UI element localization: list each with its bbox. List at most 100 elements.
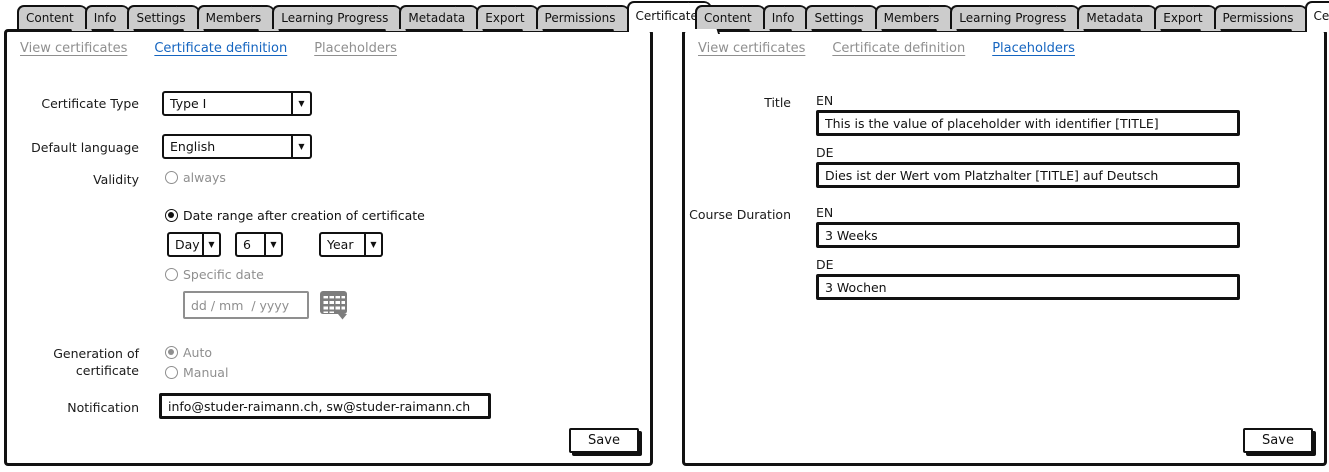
- tab-metadata[interactable]: Metadata: [399, 5, 468, 29]
- tab-label: Info: [93, 11, 117, 25]
- notification-input[interactable]: [159, 393, 491, 419]
- tab-label: Settings: [814, 11, 864, 25]
- radio-label: Date range after creation of certificate: [183, 208, 425, 223]
- course-duration-de-input[interactable]: [816, 274, 1240, 300]
- certificate-type-value: Type I: [170, 96, 207, 111]
- course-duration-en-input[interactable]: [816, 222, 1240, 248]
- placeholders-panel: View certificates Certificate definition…: [682, 29, 1327, 466]
- save-button[interactable]: Save: [1243, 428, 1313, 453]
- tab-learning-progress[interactable]: Learning Progress: [272, 5, 391, 29]
- certificate-definition-panel: View certificates Certificate definition…: [4, 29, 653, 466]
- title-de-input[interactable]: [816, 162, 1240, 188]
- radio-icon[interactable]: [165, 366, 178, 379]
- generation-label-line2: certificate: [75, 363, 139, 378]
- range-count-value: 6: [243, 237, 251, 252]
- range-year-select[interactable]: Year ▼: [319, 232, 383, 257]
- radio-validity-always[interactable]: always: [165, 170, 226, 185]
- tab-bar: Content Info Settings Members Learning P…: [4, 1, 700, 32]
- link-certificate-definition[interactable]: Certificate definition: [154, 41, 288, 56]
- tab-label: Metadata: [1086, 11, 1144, 25]
- link-placeholders[interactable]: Placeholders: [992, 41, 1075, 56]
- radio-validity-date-range[interactable]: Date range after creation of certificate: [165, 208, 425, 223]
- tab-label: Learning Progress: [959, 11, 1067, 25]
- generation-label-line1: Generation of: [53, 346, 139, 361]
- tab-label: Certificate: [1313, 9, 1329, 23]
- tab-content[interactable]: Content: [695, 5, 754, 29]
- tab-info[interactable]: Info: [762, 5, 797, 29]
- tab-certificate[interactable]: Certificate: [626, 1, 700, 32]
- tab-settings[interactable]: Settings: [127, 5, 188, 29]
- tab-permissions[interactable]: Permissions: [1213, 5, 1296, 29]
- tab-label: Permissions: [1222, 11, 1294, 25]
- title-en-input[interactable]: [816, 110, 1240, 136]
- tab-label: Certificate: [635, 9, 698, 23]
- radio-generation-auto[interactable]: Auto: [165, 345, 212, 360]
- generation-label: Generation of certificate: [7, 345, 139, 379]
- calendar-icon[interactable]: [319, 289, 349, 320]
- placeholder-course-duration-label: Course Duration: [689, 207, 791, 222]
- lang-de-label: DE: [816, 257, 834, 272]
- radio-icon[interactable]: [165, 346, 178, 359]
- tab-label: Export: [485, 11, 525, 25]
- notification-label: Notification: [67, 400, 139, 415]
- radio-label: Auto: [183, 345, 213, 360]
- certificate-type-label: Certificate Type: [41, 96, 139, 111]
- link-view-certificates[interactable]: View certificates: [20, 41, 128, 56]
- tab-bar: Content Info Settings Members Learning P…: [682, 1, 1329, 32]
- tab-members[interactable]: Members: [874, 5, 942, 29]
- tab-label: Export: [1163, 11, 1203, 25]
- chevron-down-icon: ▼: [364, 234, 381, 255]
- link-view-certificates[interactable]: View certificates: [698, 41, 806, 56]
- radio-validity-specific-date[interactable]: Specific date: [165, 267, 264, 282]
- tab-label: Content: [26, 11, 74, 25]
- tab-label: Content: [704, 11, 752, 25]
- tab-content[interactable]: Content: [17, 5, 76, 29]
- specific-date-input[interactable]: [183, 291, 309, 319]
- lang-en-label: EN: [816, 93, 834, 108]
- placeholder-title-label: Title: [764, 95, 791, 110]
- radio-label: Specific date: [183, 267, 264, 282]
- certificate-subnav: View certificates Certificate definition…: [698, 41, 1075, 56]
- save-button[interactable]: Save: [569, 428, 639, 453]
- radio-icon[interactable]: [165, 268, 178, 281]
- tab-info[interactable]: Info: [84, 5, 119, 29]
- radio-icon[interactable]: [165, 209, 178, 222]
- certificate-definition-window: Content Info Settings Members Learning P…: [4, 1, 700, 466]
- default-language-label: Default language: [31, 140, 139, 155]
- tab-export[interactable]: Export: [1154, 5, 1205, 29]
- certificate-type-select[interactable]: Type I ▼: [162, 91, 312, 116]
- chevron-down-icon: ▼: [202, 234, 219, 255]
- radio-icon[interactable]: [165, 171, 178, 184]
- tab-export[interactable]: Export: [476, 5, 527, 29]
- tab-members[interactable]: Members: [196, 5, 264, 29]
- link-placeholders[interactable]: Placeholders: [314, 41, 397, 56]
- certificate-subnav: View certificates Certificate definition…: [20, 41, 397, 56]
- tab-permissions[interactable]: Permissions: [535, 5, 618, 29]
- placeholders-window: Content Info Settings Members Learning P…: [682, 1, 1329, 466]
- range-day-select[interactable]: Day ▼: [167, 232, 221, 257]
- link-certificate-definition[interactable]: Certificate definition: [832, 41, 966, 56]
- range-day-value: Day: [175, 237, 200, 252]
- radio-label: always: [183, 170, 226, 185]
- chevron-down-icon: ▼: [264, 234, 281, 255]
- tab-label: Learning Progress: [281, 11, 389, 25]
- tab-learning-progress[interactable]: Learning Progress: [950, 5, 1069, 29]
- chevron-down-icon: ▼: [291, 93, 310, 114]
- default-language-select[interactable]: English ▼: [162, 134, 312, 159]
- validity-label: Validity: [93, 172, 139, 187]
- tab-label: Members: [205, 11, 262, 25]
- tab-label: Members: [883, 11, 940, 25]
- tab-label: Info: [771, 11, 795, 25]
- radio-label: Manual: [183, 365, 229, 380]
- tab-certificate[interactable]: Certificate: [1304, 1, 1329, 32]
- radio-generation-manual[interactable]: Manual: [165, 365, 228, 380]
- tab-metadata[interactable]: Metadata: [1077, 5, 1146, 29]
- tab-label: Settings: [136, 11, 186, 25]
- tab-label: Metadata: [408, 11, 466, 25]
- chevron-down-icon: ▼: [291, 136, 310, 157]
- default-language-value: English: [170, 139, 216, 154]
- lang-de-label: DE: [816, 145, 834, 160]
- range-count-select[interactable]: 6 ▼: [235, 232, 283, 257]
- tab-settings[interactable]: Settings: [805, 5, 866, 29]
